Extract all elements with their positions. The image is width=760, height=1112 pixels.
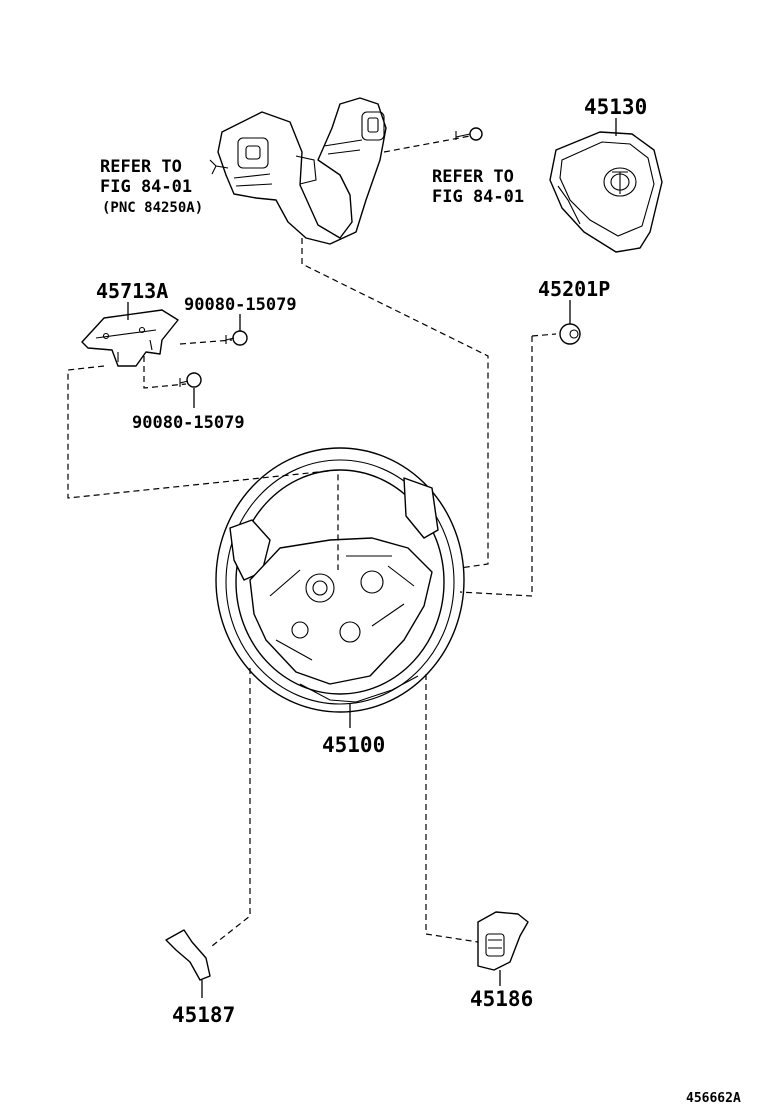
bracket-45713A <box>81 302 179 367</box>
label-90080-15079-top: 90080-15079 <box>184 295 297 315</box>
label-45713A: 45713A <box>96 279 168 303</box>
screw-90080-15079-a <box>225 314 248 346</box>
label-45201P: 45201P <box>538 277 610 301</box>
label-45130: 45130 <box>584 95 647 119</box>
steering-switch-assembly <box>209 97 387 245</box>
steering-wheel-45100 <box>215 447 465 728</box>
refer-left-line1: REFER TO <box>100 157 182 177</box>
refer-right-line2: FIG 84-01 <box>432 187 524 207</box>
switch-screw <box>455 127 483 141</box>
refer-left-line2: FIG 84-01 <box>100 177 192 197</box>
label-45187: 45187 <box>172 1003 235 1027</box>
label-90080-15079-bottom: 90080-15079 <box>132 413 245 433</box>
refer-right-line1: REFER TO <box>432 167 514 187</box>
refer-left-line3: (PNC 84250A) <box>102 200 203 216</box>
label-45100: 45100 <box>322 733 385 757</box>
assembly-dashed-lines <box>67 135 557 947</box>
diagram-id: 456662A <box>686 1091 741 1106</box>
screw-90080-15079-b <box>179 372 202 408</box>
airbag-module-45130 <box>549 118 663 253</box>
nut-45201P <box>559 300 581 345</box>
cover-45187 <box>165 929 211 998</box>
label-45186: 45186 <box>470 987 533 1011</box>
cover-45186 <box>477 911 529 986</box>
